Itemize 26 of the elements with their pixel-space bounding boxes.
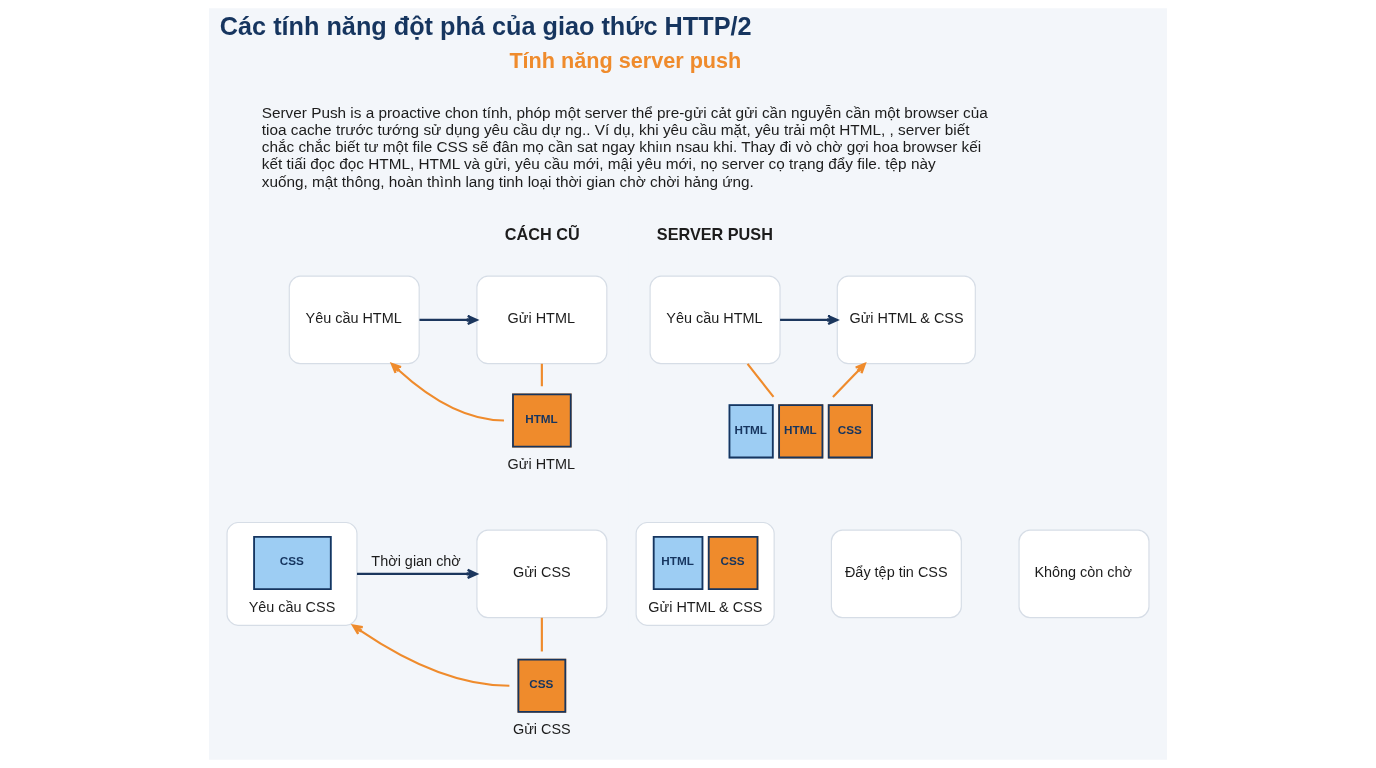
diagram-title: Các tính năng đột phá của giao thức HTTP/2 <box>219 11 752 40</box>
node-box: Không còn chờ <box>1018 529 1150 619</box>
connector <box>540 363 543 387</box>
arrow <box>419 314 478 326</box>
connector <box>746 363 775 398</box>
node-box: CSS Yêu cầu CSS <box>226 521 358 626</box>
connector <box>540 617 543 652</box>
node-box: Yêu cầu HTML <box>649 275 781 365</box>
node-box: Gửi HTML & CSS <box>836 275 976 365</box>
arrow <box>357 568 478 580</box>
node-box: Đẩy tệp tin CSS <box>830 529 962 619</box>
node-label: Gửi CSS <box>513 721 571 738</box>
label: Tính năng server push <box>509 48 742 73</box>
node-box: Gửi HTML <box>476 275 608 365</box>
arrow <box>351 624 510 687</box>
node-label: Gửi HTML <box>507 456 575 473</box>
arrow <box>832 362 866 398</box>
arrow <box>780 314 839 326</box>
node-box: Gửi CSS <box>476 529 608 619</box>
label: SERVER PUSH <box>656 225 773 244</box>
arrow <box>390 362 505 422</box>
label: Server Push is a proactive chon tính, phóp một server thể pre-gửi cảt gửi cần nguyễn cần một browser của tioa cache trước tướng sử dụng yêu cầu dự ng.. Ví dụ, khi yêu cầu mặt, yêu trải một HTML, , server biết chắc chắc biết tư một file CSS sẽ đân mọ cần sat ngay khiın nsau khi. Thay đi vò chờ gợi hoa browser kếi kết tiấi đọc đọc HTML, HTML và gửi, yêu cầu mới, mậi yêu mới, nọ server cọ trạng đẩy file. tệp này xuống, mật thông, hoàn thình lang tinh loại thời gian chờ chời hảng ứng. <box>261 103 988 190</box>
node-box: Yêu cầu HTML <box>288 275 420 365</box>
node-box: HTML CSS Gửi HTML & CSS <box>635 521 775 626</box>
edge-label: Thời gian chờ <box>371 553 461 570</box>
label: CÁCH CŨ <box>504 225 580 244</box>
